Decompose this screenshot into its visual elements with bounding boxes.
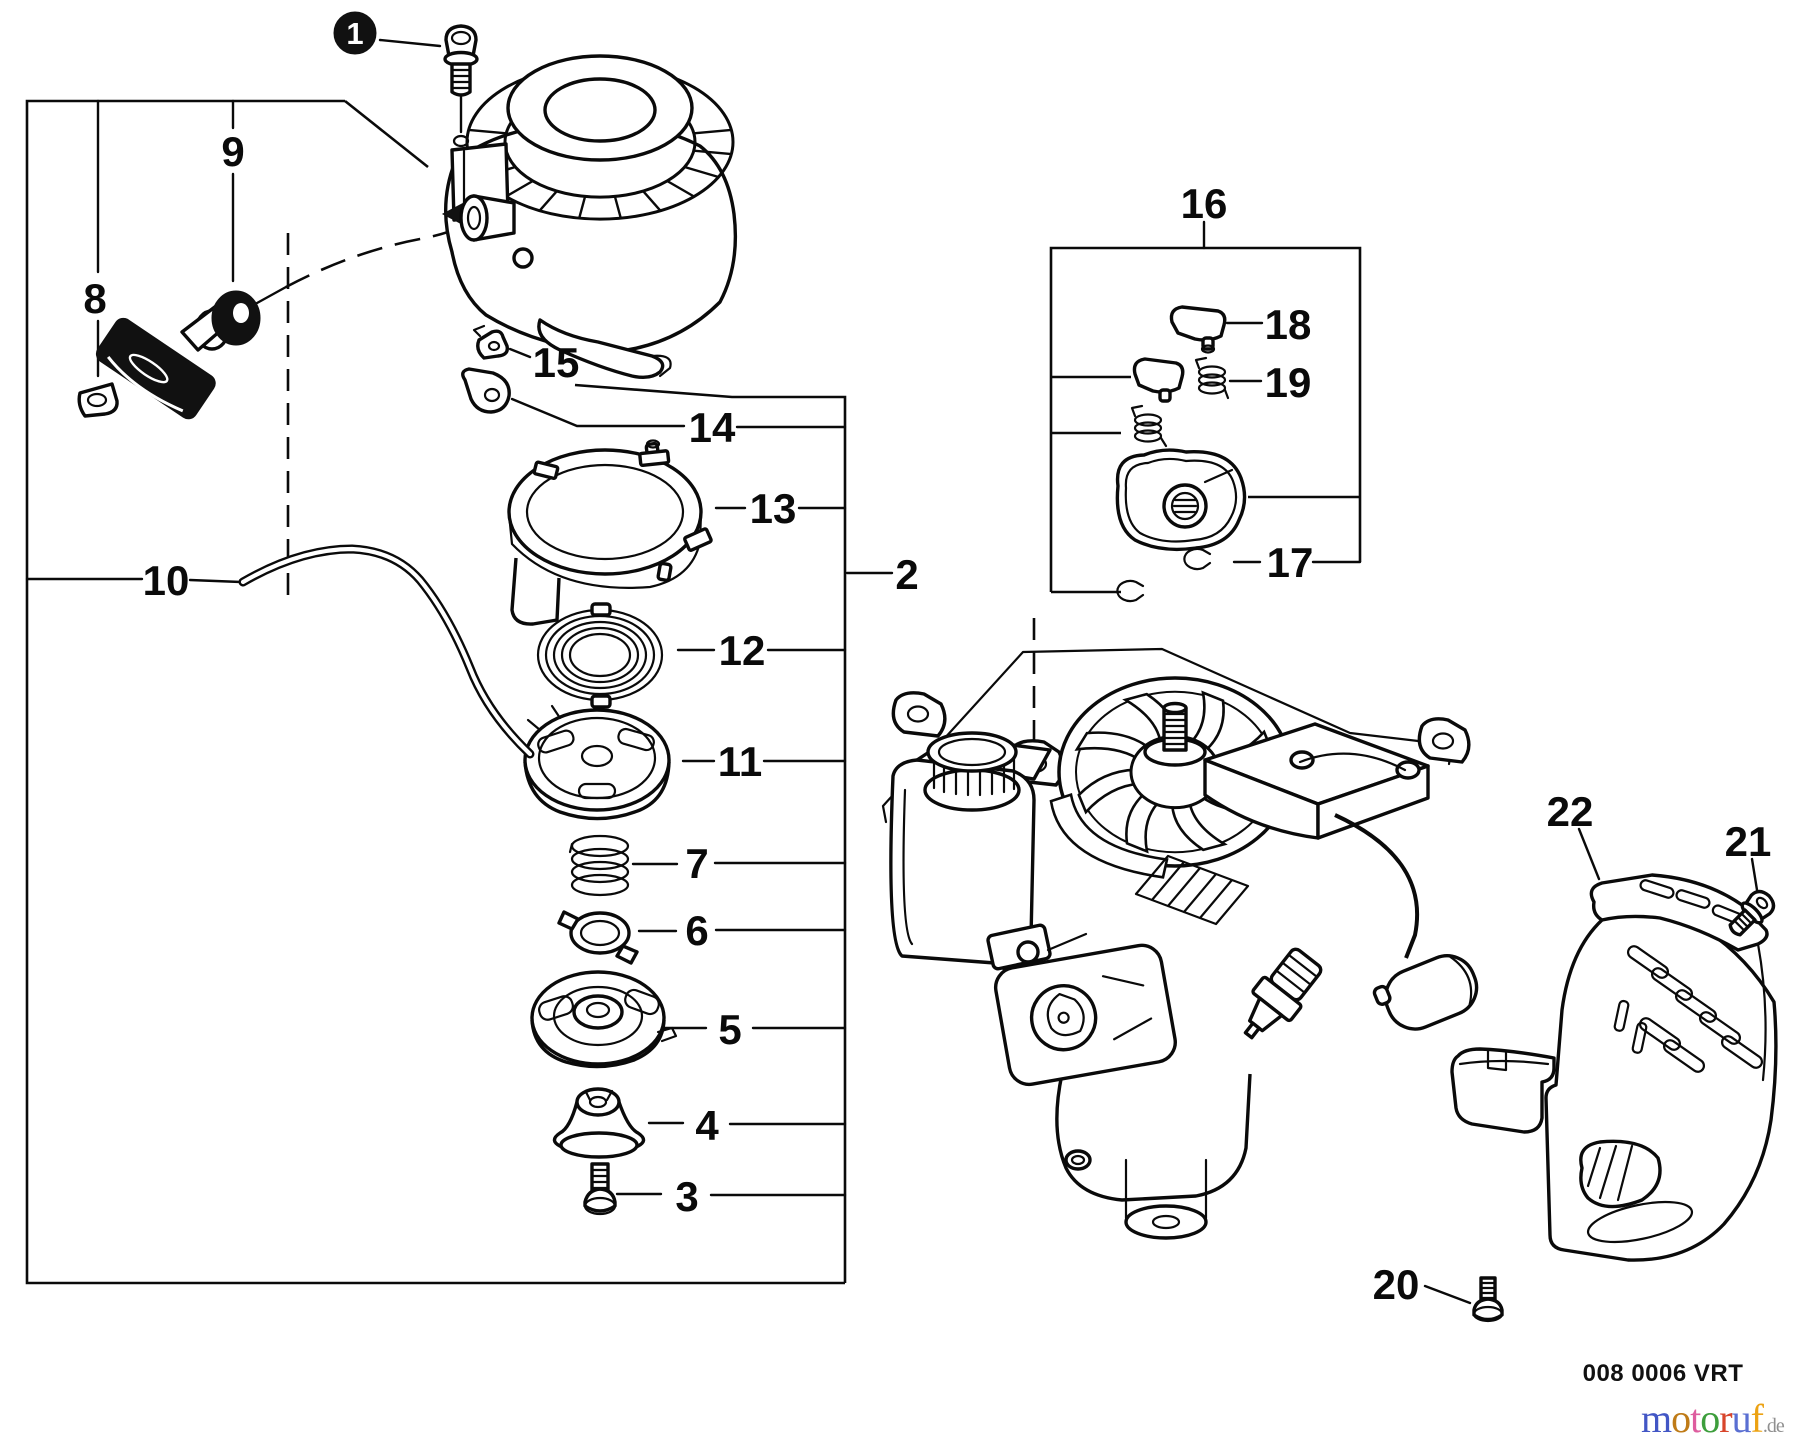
callout-10: 10 xyxy=(143,557,190,604)
callout-3: 3 xyxy=(675,1173,698,1220)
callout-9: 9 xyxy=(221,128,244,175)
watermark-letter: o xyxy=(1700,1396,1719,1441)
engine-assembly xyxy=(881,647,1479,1240)
callout-1-badge xyxy=(333,11,377,55)
callout-4: 4 xyxy=(695,1102,719,1149)
rope-path-dashed xyxy=(285,221,468,289)
group-callouts: 1 2 3 4 5 6 7 8 9 10 11 12 13 14 15 16 1… xyxy=(83,11,1772,1308)
callout-16: 16 xyxy=(1181,180,1228,227)
callout-14: 14 xyxy=(689,404,736,451)
callout-5: 5 xyxy=(718,1006,741,1053)
callout-17: 17 xyxy=(1267,539,1314,586)
callout-6: 6 xyxy=(685,907,708,954)
callout-11: 11 xyxy=(718,738,762,785)
starter-rope-10 xyxy=(238,544,535,759)
watermark-letter: o xyxy=(1671,1396,1690,1441)
callout-12: 12 xyxy=(719,627,766,674)
crankcase xyxy=(1055,1073,1252,1240)
pawl-carrier-cup-16 xyxy=(1115,448,1247,552)
screw-1-hole xyxy=(452,134,470,148)
retainer-plate-8 xyxy=(77,382,119,418)
recoil-spring-12 xyxy=(536,602,664,709)
drive-hub-4 xyxy=(552,1087,646,1159)
ratchet-retainer-6 xyxy=(557,910,639,965)
fuel-tank xyxy=(889,731,1052,966)
group-leader-lines xyxy=(25,38,1759,1305)
spark-plug-boot xyxy=(1372,954,1479,1031)
rope-anchor xyxy=(537,318,665,380)
screw-20 xyxy=(1472,1276,1504,1323)
callout-18: 18 xyxy=(1265,301,1312,348)
callout-2: 2 xyxy=(895,551,918,598)
e-clip-17 xyxy=(1116,547,1212,603)
watermark-letter: r xyxy=(1719,1396,1732,1441)
friction-spring-7 xyxy=(568,834,630,897)
watermark-letter: u xyxy=(1732,1396,1752,1441)
group-frame xyxy=(25,99,1362,1285)
callout-1: 1 xyxy=(346,16,363,51)
callout-15: 15 xyxy=(533,339,580,386)
watermark-letter: t xyxy=(1690,1396,1701,1441)
fan-housing xyxy=(441,54,738,380)
callout-7: 7 xyxy=(685,840,708,887)
rope-reel-11 xyxy=(523,704,671,821)
spark-plug-wire xyxy=(1334,813,1420,959)
carburetor-detail xyxy=(986,923,1088,998)
callout-8: 8 xyxy=(83,275,106,322)
pawl-18 xyxy=(1169,305,1227,354)
engine-cover-22 xyxy=(1450,873,1778,1262)
drawing-code: 008 0006 VRT xyxy=(1583,1360,1744,1387)
callout-19: 19 xyxy=(1265,359,1312,406)
pawl-19 xyxy=(1132,356,1230,403)
starter-pawl-14 xyxy=(461,367,511,414)
housing-hole xyxy=(512,247,534,269)
pawl-spring-16 xyxy=(1130,404,1168,448)
clip-15 xyxy=(472,324,509,360)
watermark-letter: f xyxy=(1751,1396,1765,1441)
watermark-letter: m xyxy=(1641,1396,1672,1441)
muffler xyxy=(993,943,1177,1087)
callout-21: 21 xyxy=(1725,818,1772,865)
screw-1 xyxy=(443,24,479,97)
starter-drum-5 xyxy=(530,970,678,1069)
starter-grip-9 xyxy=(95,290,261,420)
starter-case-ring-13 xyxy=(507,439,713,626)
callout-20: 20 xyxy=(1373,1261,1420,1308)
spark-plug xyxy=(1243,947,1323,1040)
screw-21 xyxy=(1728,889,1776,937)
cylinder-fins xyxy=(1134,854,1250,926)
watermark-logo: motoruf.de xyxy=(1641,1396,1786,1441)
watermark-suffix: .de xyxy=(1763,1415,1785,1437)
watermark-text: motoruf.de xyxy=(1641,1396,1785,1441)
starter-cup-band xyxy=(1051,795,1167,878)
callout-22: 22 xyxy=(1547,788,1594,835)
callout-13: 13 xyxy=(750,485,797,532)
screw-3 xyxy=(583,1162,617,1216)
